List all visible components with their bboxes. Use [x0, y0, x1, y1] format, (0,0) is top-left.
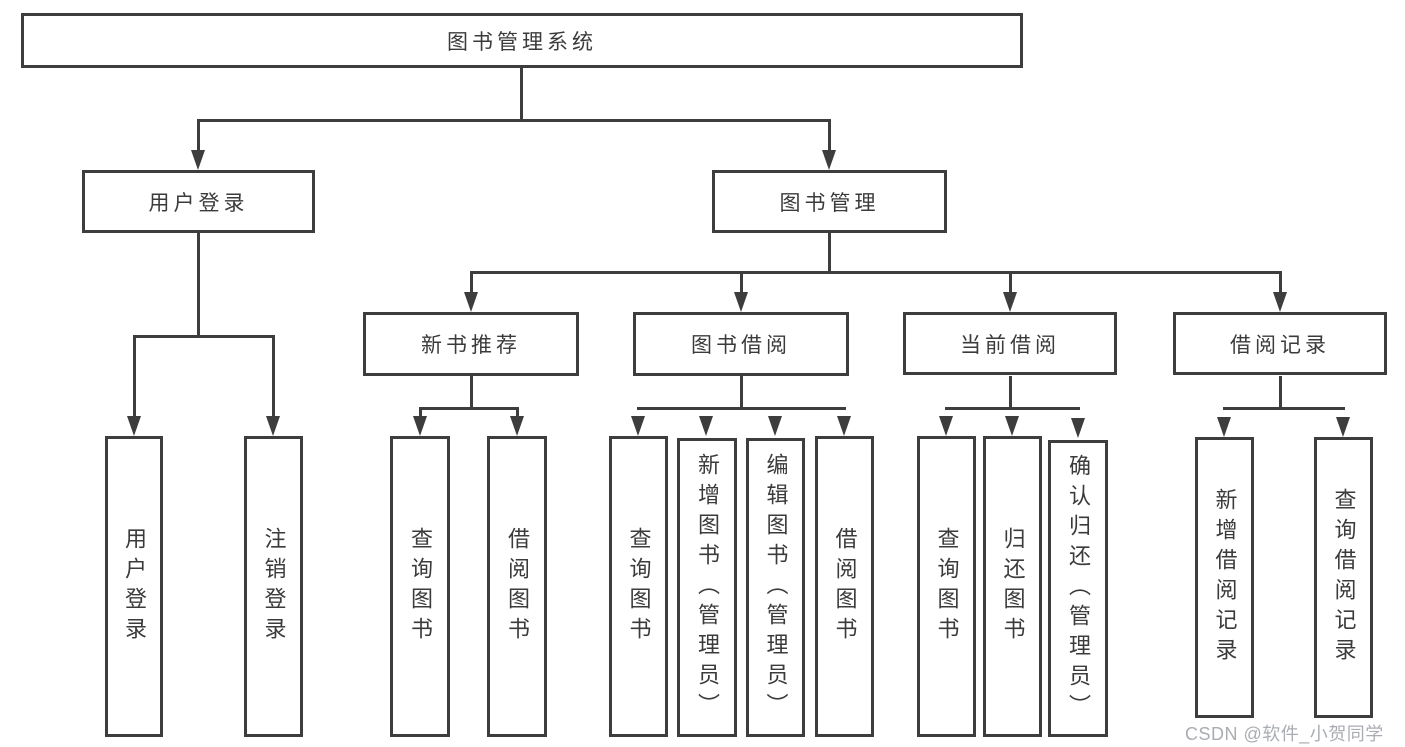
arrow-down-icon [127, 416, 141, 436]
arrow-down-icon [822, 150, 836, 170]
connector-line [197, 233, 200, 337]
arrow-down-icon [1005, 416, 1019, 436]
node-book-management: 图书管理 [712, 170, 947, 233]
connector-line [470, 271, 1282, 274]
connector-line [1279, 271, 1282, 295]
connector-line [520, 68, 523, 121]
watermark-text: CSDN @软件_小贺同学 [1185, 724, 1384, 744]
connector-line [197, 119, 200, 153]
connector-line [419, 407, 422, 419]
connector-line [133, 335, 136, 418]
connector-line [1279, 376, 1282, 410]
connector-line [637, 407, 846, 410]
leaf-return-books: 归还图书 [983, 436, 1042, 737]
arrow-down-icon [631, 416, 645, 436]
connector-line [419, 407, 519, 410]
node-user-login: 用户登录 [82, 170, 315, 233]
connector-line [470, 271, 473, 295]
connector-line [133, 335, 274, 338]
leaf-user-login: 用户登录 [105, 436, 163, 737]
connector-line [945, 407, 1080, 410]
node-root: 图书管理系统 [21, 13, 1023, 68]
leaf-add-borrow-record: 新增借阅记录 [1195, 437, 1254, 718]
connector-line [197, 119, 831, 122]
connector-line [1223, 407, 1345, 410]
arrow-down-icon [768, 416, 782, 436]
leaf-confirm-return-admin: 确认归还（管理员） [1048, 440, 1108, 737]
arrow-down-icon [939, 416, 953, 436]
arrow-down-icon [1003, 292, 1017, 312]
arrow-down-icon [1273, 292, 1287, 312]
leaf-add-books-admin: 新增图书（管理员） [677, 438, 737, 737]
leaf-query-borrow-record: 查询借阅记录 [1314, 437, 1373, 718]
leaf-query-books-borrow: 查询图书 [609, 436, 668, 737]
node-new-book-recommend: 新书推荐 [363, 312, 579, 376]
connector-line [470, 376, 473, 410]
arrow-down-icon [413, 416, 427, 436]
arrow-down-icon [1336, 417, 1350, 437]
connector-line [740, 376, 743, 410]
connector-line [740, 271, 743, 295]
arrow-down-icon [1217, 417, 1231, 437]
leaf-query-books-recommend: 查询图书 [390, 436, 450, 737]
connector-line [272, 335, 275, 418]
node-current-borrow: 当前借阅 [903, 312, 1117, 375]
arrow-down-icon [699, 416, 713, 436]
arrow-down-icon [191, 150, 205, 170]
arrow-down-icon [464, 292, 478, 312]
node-borrow-records: 借阅记录 [1173, 312, 1387, 375]
leaf-logout: 注销登录 [244, 436, 303, 737]
arrow-down-icon [510, 416, 524, 436]
leaf-query-books-current: 查询图书 [917, 436, 976, 737]
arrow-down-icon [1071, 418, 1085, 438]
connector-line [1009, 271, 1012, 295]
connector-line [828, 119, 831, 153]
leaf-edit-books-admin: 编辑图书（管理员） [746, 438, 805, 737]
arrow-down-icon [837, 416, 851, 436]
leaf-borrow-books: 借阅图书 [815, 436, 874, 737]
arrow-down-icon [266, 416, 280, 436]
connector-line [516, 407, 519, 419]
node-book-borrow: 图书借阅 [633, 312, 849, 376]
leaf-borrow-books-recommend: 借阅图书 [487, 436, 547, 737]
connector-line [828, 233, 831, 274]
connector-line [1009, 376, 1012, 410]
arrow-down-icon [734, 292, 748, 312]
